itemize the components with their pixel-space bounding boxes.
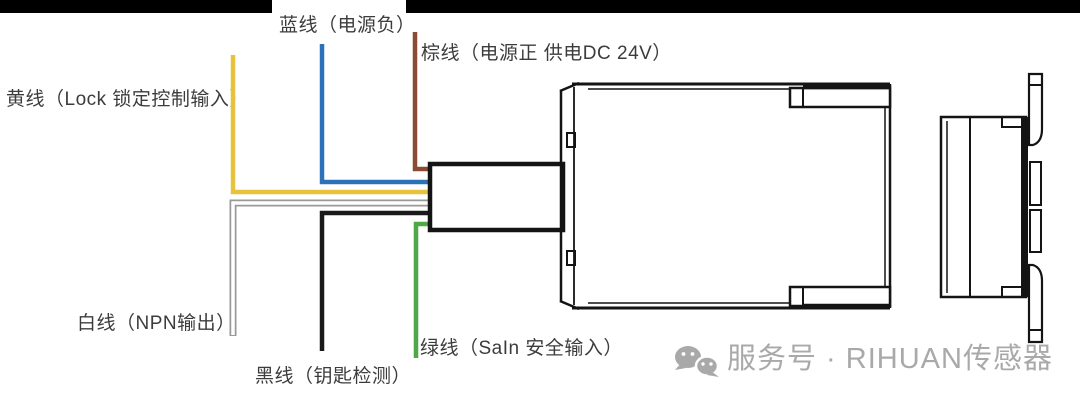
wechat-small-eye-right (709, 362, 713, 366)
green-wire-line (413, 221, 432, 358)
side-body-right-bar (1021, 117, 1028, 297)
device-side-view (939, 72, 1044, 344)
white-wire-label: 白线（NPN输出） (77, 313, 236, 334)
flange-top-tab (1027, 72, 1044, 147)
wechat-big-eye-left (681, 352, 686, 356)
wechat-small-eye-left (701, 362, 705, 366)
device-bottom-slot (788, 285, 892, 308)
device-top-slot (788, 86, 892, 109)
wechat-small-bubble-tail (707, 371, 719, 377)
brown-wire-line (412, 32, 432, 172)
wechat-big-bubble-tail (675, 362, 686, 370)
wechat-big-eye-right (690, 352, 695, 356)
wechat-big-bubble (675, 346, 701, 368)
brown-wire-label: 棕线（电源正 供电DC 24V） (421, 43, 672, 64)
white-wire-outline (229, 199, 432, 336)
green-wire-label: 绿线（SaIn 安全输入） (420, 338, 623, 359)
flange-middle-lower (1029, 209, 1042, 253)
device-front-view (559, 81, 892, 311)
wires-group (229, 32, 432, 358)
watermark-text: 服务号 · RIHUAN传感器 (727, 343, 1053, 375)
blue-wire-label: 蓝线（电源负） (279, 15, 416, 36)
top-crop-bar-right (406, 0, 1080, 13)
black-wire-label: 黑线（钥匙检测） (255, 366, 412, 387)
white-wire-core (231, 201, 431, 335)
flange-middle-upper (1029, 161, 1042, 206)
blue-wire-line (319, 44, 432, 185)
flange-bottom-tab (1027, 263, 1044, 344)
device-left-clip-top (566, 132, 576, 148)
black-wire-line (319, 210, 432, 351)
wechat-icon (675, 346, 720, 377)
wechat-small-bubble (694, 355, 720, 377)
device-left-clip-bottom (566, 250, 576, 266)
top-crop-bar-left (0, 0, 272, 13)
yellow-wire-line (230, 55, 432, 195)
side-body (939, 115, 1028, 299)
yellow-wire-label: 黄线（Lock 锁定控制输入） (6, 89, 249, 110)
cable-connector-block (427, 161, 566, 233)
